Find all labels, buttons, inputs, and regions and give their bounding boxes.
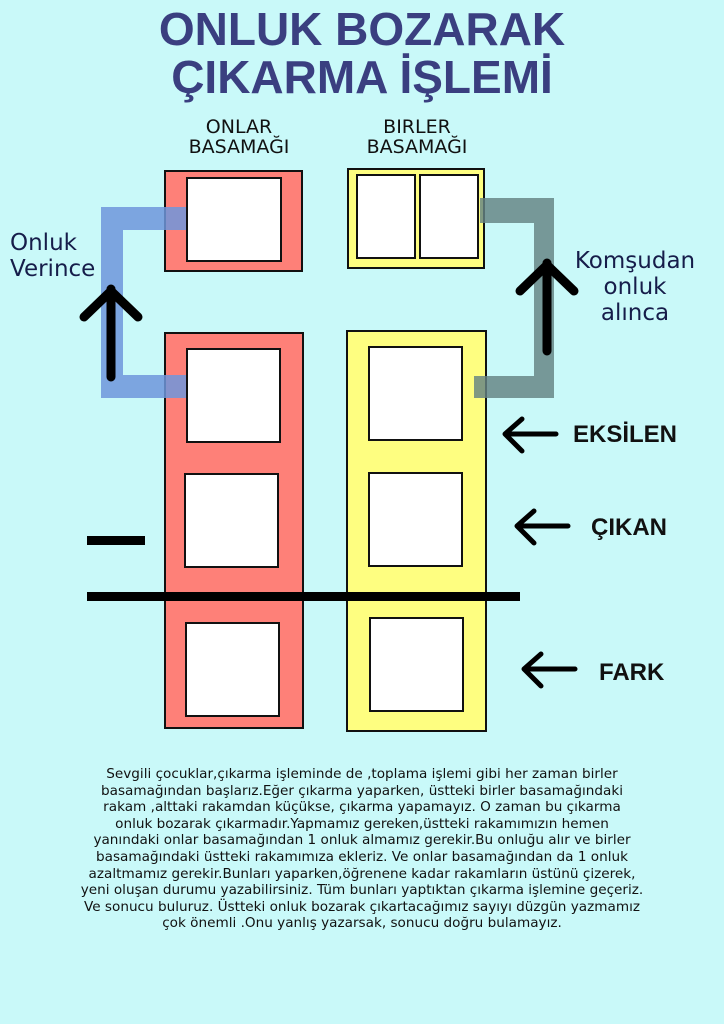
- minus-sign-icon: [87, 536, 145, 545]
- page-title-line-1: ONLUK BOZARAK: [158, 3, 566, 55]
- borrow-ten-label-line-1: Komşudan: [574, 248, 696, 274]
- tens-subtrahend-cell[interactable]: [184, 473, 279, 568]
- tens-difference-cell[interactable]: [185, 622, 280, 717]
- borrow-ten-label: Komşudan onluk alınca: [560, 248, 710, 326]
- ones-borrow-cell-left[interactable]: [356, 174, 416, 259]
- paragraph-line: yanındaki onlar basamağından 1 onluk alm…: [93, 832, 631, 849]
- paragraph-line: yeni oluşan durumu yazabilirsiniz. Tüm b…: [80, 882, 644, 899]
- give-ten-label: Onluk Verince: [10, 230, 95, 282]
- borrow-ten-label-line-3: alınca: [600, 300, 670, 326]
- arrow-left-icon: [521, 651, 578, 689]
- tens-minuend-cell[interactable]: [186, 348, 281, 443]
- paragraph-line: çok önemli .Onu yanlış yazarsak, sonucu …: [162, 915, 562, 932]
- ones-minuend-cell[interactable]: [368, 346, 463, 441]
- give-ten-bracket-bottom: [123, 375, 186, 398]
- ones-header-line-2: BASAMAĞI: [366, 136, 468, 158]
- tens-borrow-cell[interactable]: [186, 177, 282, 262]
- give-ten-label-line-2: Verince: [10, 256, 96, 282]
- ones-header-line-1: BIRLER: [383, 116, 451, 138]
- arrow-up-icon: [79, 284, 143, 382]
- ones-borrow-cell-right[interactable]: [419, 174, 479, 259]
- tens-header-line-1: ONLAR: [205, 116, 273, 138]
- borrow-ten-bracket-top: [480, 198, 534, 223]
- arrow-up-icon: [515, 258, 579, 356]
- borrow-ten-label-line-2: onluk: [603, 274, 667, 300]
- paragraph-line: basamağındaki üstteki rakamımıza ekleriz…: [96, 848, 628, 865]
- tens-header-line-2: BASAMAĞI: [188, 136, 290, 158]
- subtrahend-label: ÇIKAN: [591, 514, 667, 541]
- paragraph-line: azaltmamız gerekir.Bunları yaparken,öğre…: [88, 865, 636, 882]
- arrow-left-icon: [502, 416, 559, 454]
- give-ten-bracket-top: [123, 207, 186, 230]
- paragraph-line: Sevgili çocuklar,çıkarma işleminde de ,t…: [106, 766, 618, 782]
- paragraph-line: onluk bozarak çıkarmadır.Yapmamız gereke…: [115, 815, 609, 832]
- paragraph-line: Ve sonucu buluruz. Üstteki onluk bozarak…: [84, 898, 640, 915]
- arrow-left-icon: [514, 508, 571, 546]
- minuend-label: EKSİLEN: [573, 421, 678, 448]
- ones-subtrahend-cell[interactable]: [368, 472, 463, 567]
- paragraph-line: basamağından başlarız.Eğer çıkarma yapar…: [100, 782, 624, 799]
- page-title-line-2: ÇIKARMA İŞLEMİ: [171, 51, 553, 103]
- give-ten-label-line-1: Onluk: [10, 230, 77, 256]
- paragraph-line: rakam ,alttaki rakamdan küçükse, çıkarma…: [103, 799, 621, 816]
- difference-label: FARK: [599, 659, 665, 686]
- tens-place-header: ONLAR BASAMAĞI: [164, 117, 314, 157]
- result-line: [87, 592, 520, 601]
- explanation-paragraph: Sevgili çocuklar,çıkarma işleminde de ,t…: [22, 766, 702, 932]
- ones-difference-cell[interactable]: [369, 617, 464, 712]
- borrow-ten-bracket-bottom: [474, 376, 534, 398]
- ones-place-header: BIRLER BASAMAĞI: [342, 117, 492, 157]
